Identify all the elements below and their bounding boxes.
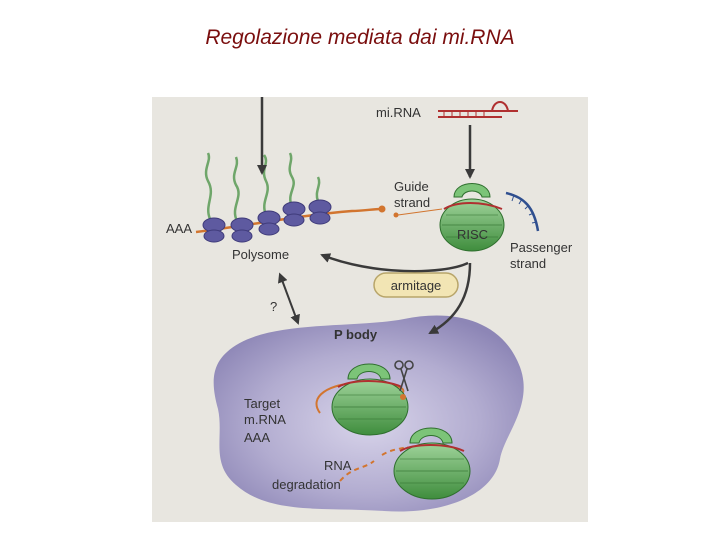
passenger-strand-ticks xyxy=(511,194,538,224)
mirna-duplex xyxy=(438,101,518,118)
polysome-pbody-exchange-arrow xyxy=(278,272,300,325)
polysome-label: Polysome xyxy=(232,247,289,262)
polysome-polya-label: AAA xyxy=(166,221,192,236)
target-mrna-label-line1: Target xyxy=(244,396,281,411)
arrow-risc-to-polysome xyxy=(320,253,469,273)
risc-complex-degradation xyxy=(393,427,471,500)
risc-complex-target xyxy=(331,363,409,436)
nascent-protein-chains xyxy=(204,152,321,222)
mrna-cap xyxy=(378,205,386,213)
passenger-strand-label-line2: strand xyxy=(510,256,546,271)
armitage-label: armitage xyxy=(391,278,442,293)
guide-strand-label-line1: Guide xyxy=(394,179,429,194)
passenger-strand xyxy=(505,191,540,232)
passenger-strand-label-line1: Passenger xyxy=(510,240,573,255)
guide-strand-label-line2: strand xyxy=(394,195,430,210)
rna-degradation-label-line1: RNA xyxy=(324,458,352,473)
slide-title: Regolazione mediata dai mi.RNA xyxy=(205,26,515,49)
target-polya-label: AAA xyxy=(244,430,270,445)
mirna-pathway-figure: AAA Polysome mi.RNA Guide strand RISC Pa… xyxy=(152,97,588,522)
risc-label: RISC xyxy=(457,227,488,242)
p-body-label: P body xyxy=(334,327,378,342)
guide-strand-leader xyxy=(397,208,443,216)
guide-strand-pointer xyxy=(393,212,399,218)
arrow-risc-to-pbody xyxy=(428,262,472,335)
risc-complex xyxy=(439,183,505,252)
mirna-label: mi.RNA xyxy=(376,105,421,120)
pathway-diagram-svg: AAA Polysome mi.RNA Guide strand RISC Pa… xyxy=(152,97,588,522)
ribosomes xyxy=(202,199,332,243)
scissors-icon xyxy=(394,360,414,392)
armitage-badge: armitage xyxy=(373,272,459,298)
rna-degradation-label-line2: degradation xyxy=(272,477,341,492)
target-mrna-label-line2: m.RNA xyxy=(244,412,286,427)
polysome-complex xyxy=(195,152,386,243)
question-mark-label: ? xyxy=(270,299,277,314)
degraded-mrna xyxy=(339,446,409,482)
target-mrna-cap xyxy=(400,394,406,400)
